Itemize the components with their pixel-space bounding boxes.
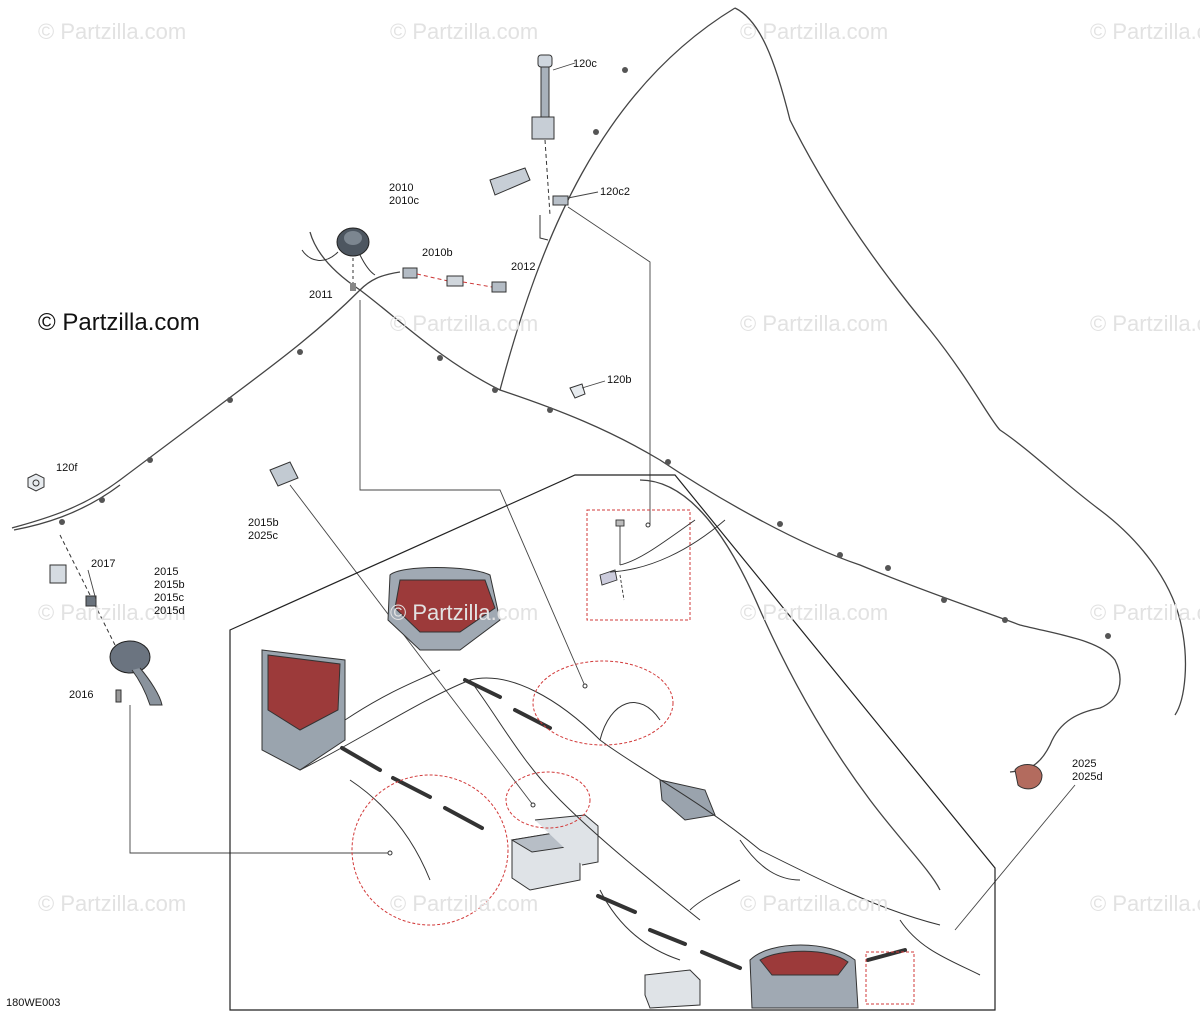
nut-120f	[27, 473, 45, 492]
watermark: © Partzilla.com	[740, 311, 889, 336]
watermark: © Partzilla.com	[390, 891, 539, 916]
callout-line: 2011	[309, 289, 333, 301]
callout-line: 120f	[56, 462, 78, 474]
detail-circles	[351, 509, 915, 1005]
fastener-2011	[350, 258, 356, 291]
connector-2015b	[269, 461, 299, 487]
callout-line: 2025c	[248, 530, 278, 542]
inset-harness-wires	[299, 669, 981, 976]
callout-line: 2012	[511, 261, 536, 273]
callout-line: 2025d	[1072, 771, 1103, 783]
antenna-assembly	[489, 54, 569, 241]
detail-box-antenna	[599, 519, 726, 601]
callout-120c[interactable]: 120c	[573, 58, 597, 71]
main-harness-wire	[11, 7, 1187, 891]
watermark: © Partzilla.com	[1090, 600, 1200, 625]
watermark: © Partzilla.com	[740, 891, 889, 916]
callout-line: 2017	[91, 558, 116, 570]
callout-2010b[interactable]: 2010b	[422, 247, 453, 260]
inset-frame	[229, 474, 996, 1011]
callout-120b[interactable]: 120b	[607, 374, 631, 387]
inset-batteries	[510, 779, 716, 1009]
watermark: © Partzilla.com	[740, 600, 889, 625]
callout-line: 2016	[69, 689, 94, 701]
watermark: © Partzilla.com	[390, 19, 539, 44]
clip-120b	[569, 383, 586, 399]
connector-2010b-2012	[402, 267, 507, 293]
callout-2016[interactable]: 2016	[69, 689, 93, 702]
callout-line: 2015d	[154, 605, 185, 617]
watermark: © Partzilla.com	[1090, 311, 1200, 336]
watermark: © Partzilla.com	[390, 600, 539, 625]
callout-line: 120c	[573, 58, 597, 70]
device-2025	[1014, 764, 1043, 790]
harness-clips	[59, 67, 1111, 639]
callout-line: 2015	[154, 566, 179, 578]
callout-line: 2025	[1072, 758, 1097, 770]
inset-storage-housings	[261, 567, 859, 1009]
callout-2017[interactable]: 2017	[91, 558, 115, 571]
brand-copyright: © Partzilla.com	[38, 309, 200, 336]
callout-line: 2010	[389, 182, 414, 194]
callout-line: 2015b	[248, 517, 279, 529]
detail-dots	[387, 522, 651, 856]
watermark: © Partzilla.com	[390, 311, 539, 336]
watermark: © Partzilla.com	[740, 19, 889, 44]
leader-lines	[87, 62, 1076, 931]
callout-120f[interactable]: 120f	[56, 462, 77, 475]
callout-120c2[interactable]: 120c2	[600, 186, 630, 199]
callout-line: 2010c	[389, 195, 419, 207]
watermark: © Partzilla.com	[38, 891, 187, 916]
watermark: © Partzilla.com	[1090, 19, 1200, 44]
watermark: © Partzilla.com	[1090, 891, 1200, 916]
drawing-code: 180WE003	[6, 997, 61, 1009]
module-2010	[301, 227, 376, 276]
watermark: © Partzilla.com	[38, 19, 187, 44]
switch-2015-assembly	[49, 534, 163, 706]
watermark: © Partzilla.com	[38, 600, 187, 625]
callout-2011[interactable]: 2011	[309, 289, 333, 302]
callout-line: 2015c	[154, 592, 184, 604]
callout-line: 120c2	[600, 186, 630, 198]
callout-line: 2010b	[422, 247, 453, 259]
callout-2012[interactable]: 2012	[511, 261, 535, 274]
callout-line: 2015b	[154, 579, 185, 591]
callout-line: 120b	[607, 374, 632, 386]
